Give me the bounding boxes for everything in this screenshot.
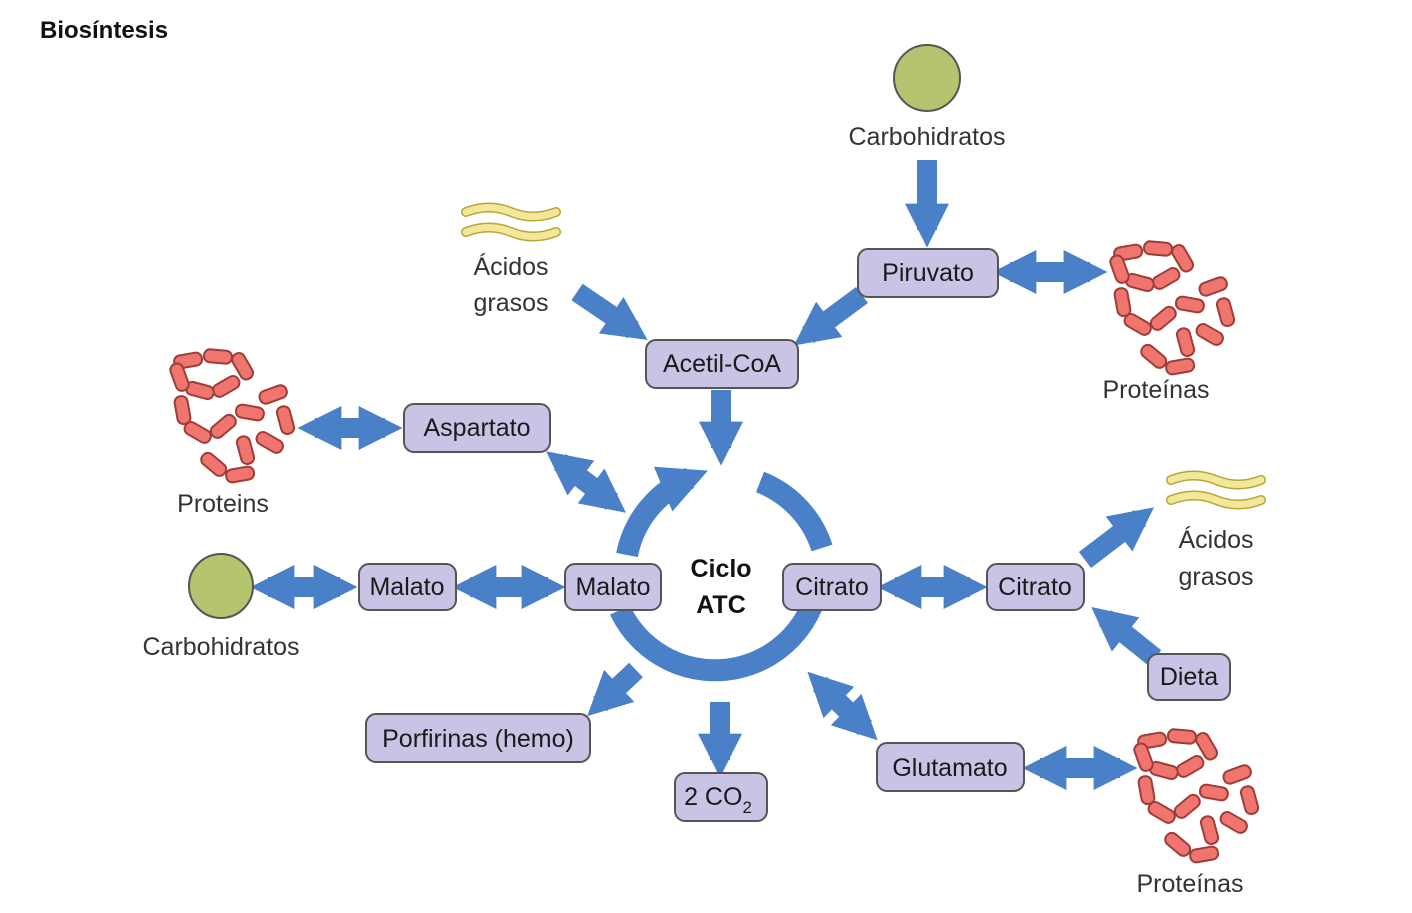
- label-proteins-left: Proteins: [177, 490, 269, 518]
- cycle-label-line1: Ciclo: [690, 555, 751, 583]
- fatty-acid-icon-left: [466, 208, 556, 237]
- box-acetil-coa: Acetil-CoA: [645, 339, 799, 389]
- box-co2-subscript: 2: [742, 798, 751, 817]
- diagram-title: Biosíntesis: [40, 17, 168, 44]
- box-malato-outer: Malato: [358, 563, 457, 611]
- arrows: [250, 160, 1162, 791]
- arrow-piruvato-to-acetil: [793, 286, 868, 346]
- label-carbohidratos-top: Carbohidratos: [848, 123, 1005, 151]
- box-glutamato-label: Glutamato: [892, 754, 1007, 782]
- arrow-cycle-glutamato: [807, 671, 878, 741]
- box-aspartato: Aspartato: [403, 403, 551, 453]
- box-citrato-outer: Citrato: [986, 563, 1085, 611]
- carbohydrate-icon-top: [893, 44, 961, 112]
- protein-icon-top-right: [1107, 239, 1237, 377]
- protein-icon-left: [167, 347, 297, 485]
- arrow-acidos-to-acetil: [571, 283, 648, 340]
- box-malato-outer-label: Malato: [369, 573, 444, 601]
- box-dieta-label: Dieta: [1160, 663, 1218, 691]
- carbohydrate-icon-left: [188, 553, 254, 619]
- arrow-cycle-to-porfirinas: [587, 662, 643, 717]
- label-acidos-right-2: grasos: [1178, 563, 1253, 591]
- label-acidos-left-2: grasos: [473, 289, 548, 317]
- arrow-aspartato-cycle: [546, 451, 626, 513]
- arrow-dieta-to-citrato: [1091, 607, 1162, 666]
- label-acidos-left-1: Ácidos: [473, 252, 548, 281]
- box-malato-inner-label: Malato: [575, 573, 650, 601]
- box-co2: 2 CO2: [674, 772, 768, 822]
- box-co2-label: 2 CO2: [684, 783, 752, 817]
- label-proteinas-bottom-right: Proteínas: [1136, 870, 1243, 898]
- box-co2-main: 2 CO: [684, 783, 742, 811]
- box-porfirinas: Porfirinas (hemo): [365, 713, 591, 763]
- box-citrato-inner: Citrato: [782, 563, 882, 611]
- box-glutamato: Glutamato: [876, 742, 1025, 792]
- cycle-arc-upper-right: [755, 471, 833, 552]
- arrow-citrato-to-acidos: [1078, 507, 1154, 568]
- box-citrato-outer-label: Citrato: [998, 573, 1072, 601]
- box-aspartato-label: Aspartato: [423, 414, 530, 442]
- label-proteinas-top-right: Proteínas: [1102, 376, 1209, 404]
- box-piruvato-label: Piruvato: [882, 259, 974, 287]
- cycle-label-line2: ATC: [696, 591, 746, 619]
- protein-icon-bottom-right: [1131, 727, 1261, 865]
- cycle-arc-upper-left: [616, 466, 708, 558]
- fatty-acid-icon-right: [1171, 476, 1261, 505]
- box-piruvato: Piruvato: [857, 248, 999, 298]
- box-dieta: Dieta: [1147, 653, 1231, 701]
- box-porfirinas-label: Porfirinas (hemo): [382, 725, 574, 753]
- box-citrato-inner-label: Citrato: [795, 573, 869, 601]
- box-acetil-coa-label: Acetil-CoA: [663, 350, 781, 378]
- label-carbohidratos-left: Carbohidratos: [142, 633, 299, 661]
- label-acidos-right-1: Ácidos: [1178, 525, 1253, 554]
- box-malato-inner: Malato: [564, 563, 662, 611]
